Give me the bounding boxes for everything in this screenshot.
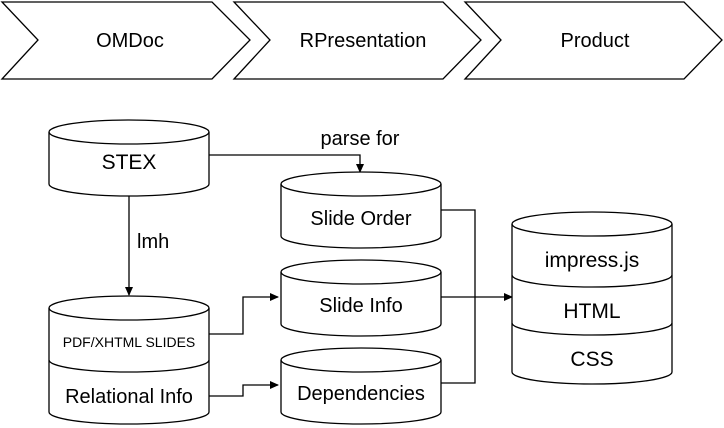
html-label: HTML bbox=[563, 300, 620, 323]
stex-label: STEX bbox=[102, 151, 157, 174]
css-label: CSS bbox=[570, 348, 613, 371]
edge-label-parse-for: parse for bbox=[321, 128, 400, 150]
dependencies-label: Dependencies bbox=[297, 383, 425, 405]
edge-stex-to-slide-order bbox=[209, 154, 364, 173]
edge-label-lmh: lmh bbox=[137, 231, 169, 253]
slide-order-label: Slide Order bbox=[310, 208, 411, 230]
stage-omdoc-label: OMDoc bbox=[96, 30, 164, 52]
stage-product: Product bbox=[463, 1, 723, 80]
connectors bbox=[125, 154, 513, 397]
dependencies-cylinder: Dependencies bbox=[280, 347, 442, 425]
stage-rpresentation-label: RPresentation bbox=[300, 30, 427, 52]
stage-rpresentation: RPresentation bbox=[232, 1, 482, 80]
slide-info-cylinder: Slide Info bbox=[280, 259, 442, 337]
stage-product-label: Product bbox=[561, 30, 630, 52]
pdf-slides-label: PDF/XHTML SLIDES bbox=[63, 334, 196, 350]
slide-order-cylinder: Slide Order bbox=[280, 171, 442, 249]
impress-js-label: impress.js bbox=[545, 249, 640, 272]
product-cylinder: impress.js HTML CSS bbox=[511, 211, 673, 385]
slides-cylinder: PDF/XHTML SLIDES Relational Info bbox=[48, 295, 210, 425]
edge-relational-to-dependencies bbox=[209, 381, 279, 397]
stex-cylinder: STEX bbox=[48, 119, 210, 197]
relational-info-label: Relational Info bbox=[65, 386, 193, 408]
slide-info-label: Slide Info bbox=[319, 295, 402, 317]
edge-slides-to-slide-info bbox=[209, 293, 279, 335]
stage-omdoc: OMDoc bbox=[0, 1, 251, 80]
